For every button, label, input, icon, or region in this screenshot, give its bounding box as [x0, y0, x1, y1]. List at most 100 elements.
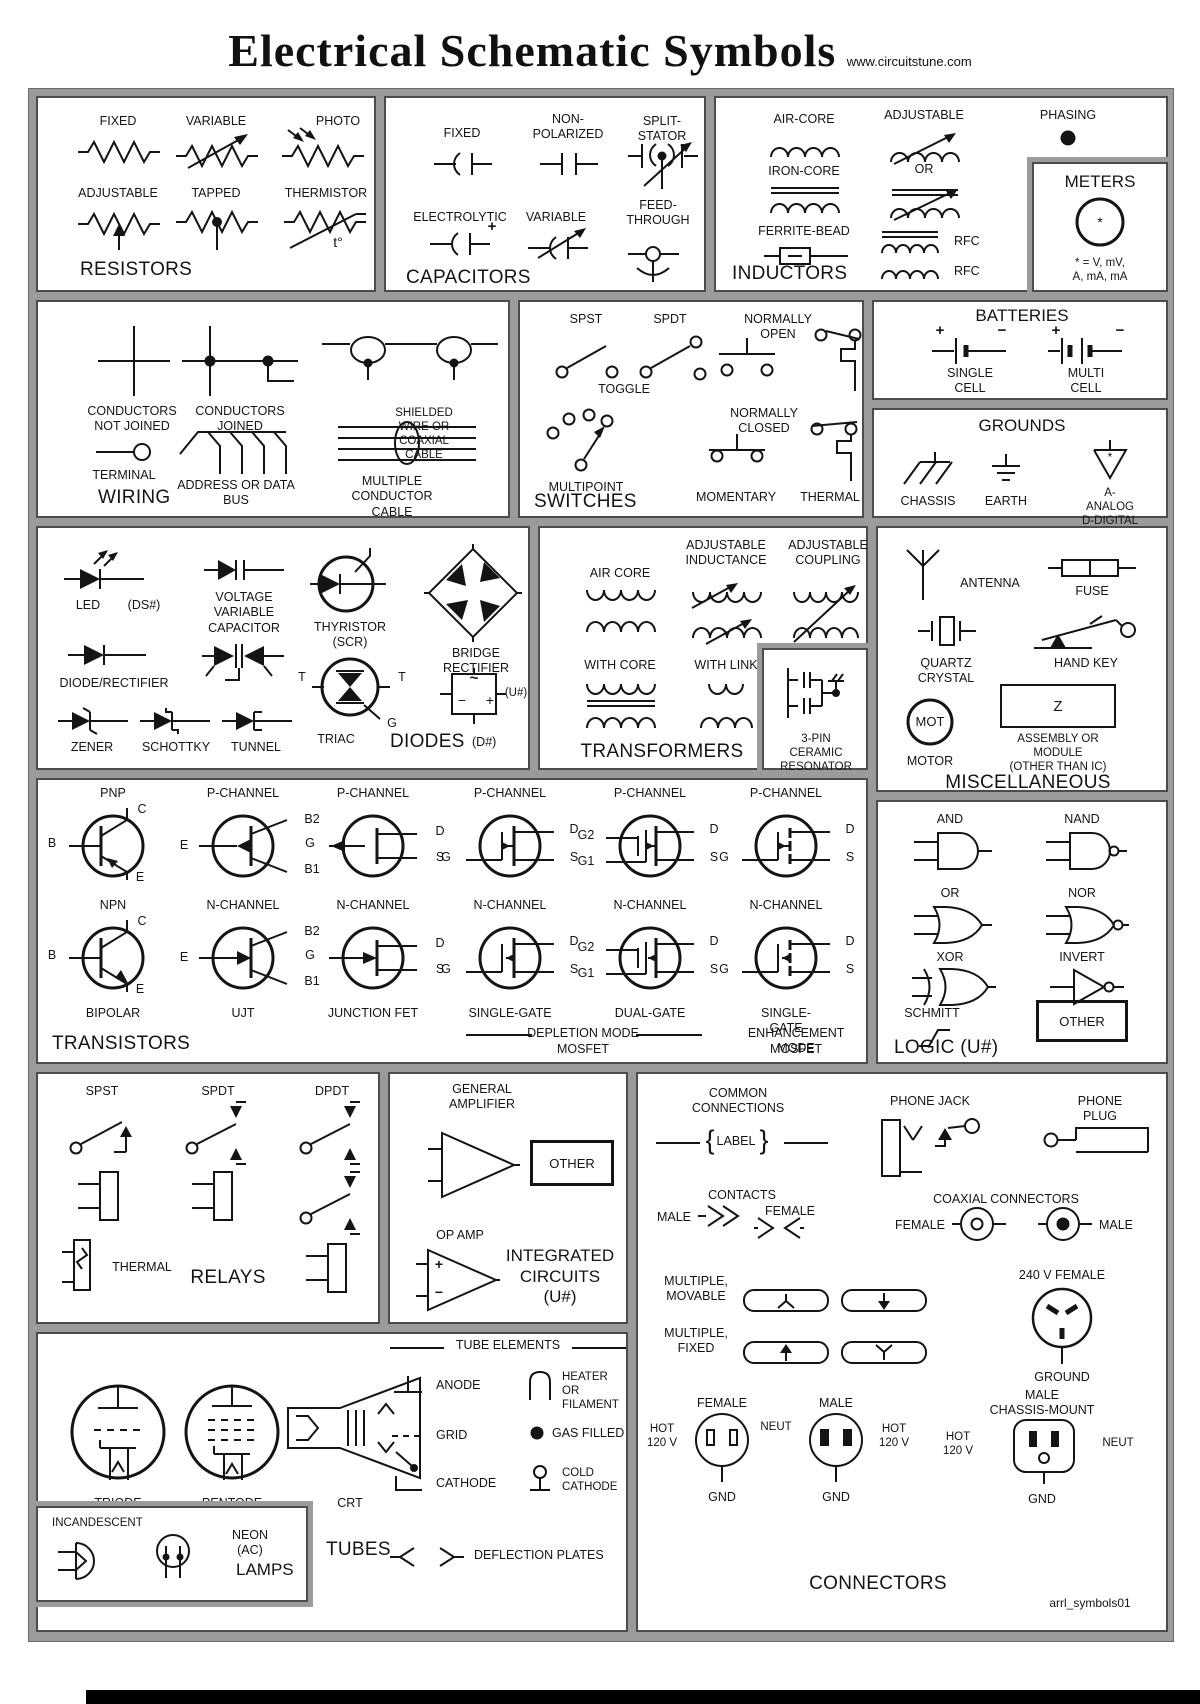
resistors-title: RESISTORS	[80, 259, 193, 280]
relays-title: RELAYS	[190, 1267, 266, 1288]
multipoint-label: MULTIPOINT	[548, 480, 624, 494]
thermal-relay-symbol	[62, 1239, 91, 1291]
chassis-gnd-label: GND	[1028, 1492, 1056, 1506]
pin-label: S	[435, 962, 445, 976]
movable-connector-1	[743, 1289, 829, 1312]
nand-gate-symbol	[1046, 832, 1127, 870]
triac-t1-label: T	[298, 670, 306, 684]
transistor-type-label: N-CHANNEL	[336, 898, 410, 912]
neon-symbol	[156, 1534, 190, 1578]
heater-symbol	[529, 1370, 551, 1400]
general-amplifier-symbol	[428, 1131, 520, 1199]
analog-digital-ground-symbol	[1093, 440, 1128, 481]
antenna-label: ANTENNA	[960, 576, 1020, 590]
nand-gate-label: NAND	[1064, 812, 1100, 826]
coax-female-label: FEMALE	[894, 1218, 946, 1232]
triac-symbol	[312, 657, 390, 720]
spst-relay-label: SPST	[85, 1084, 119, 1098]
female-120v-symbol	[695, 1413, 749, 1482]
thermistor-symbol	[284, 209, 366, 249]
depletion-mosfet-label: MOSFET	[556, 1042, 610, 1056]
feed-through-label: FEED- THROUGH	[626, 198, 690, 228]
schottky-symbol	[140, 708, 210, 734]
bipolar-label: BIPOLAR	[85, 1006, 141, 1020]
ics-title: INTEGRATED CIRCUITS (U#)	[505, 1246, 615, 1307]
or-label: OR	[914, 162, 934, 176]
transistor-type-label: N-CHANNEL	[749, 898, 823, 912]
footer-code: arrl_symbols01	[1049, 1596, 1131, 1610]
pin-label: S	[569, 850, 579, 864]
quartz-crystal-label: QUARTZ CRYSTAL	[917, 656, 975, 686]
p-ujt-symbol	[199, 814, 288, 878]
toggle-label: TOGGLE	[598, 382, 650, 396]
cold-cathode-label: COLD CATHODE	[562, 1467, 618, 1494]
transistors-section: PNP P-CHANNEL P-CHANNEL P-CHANNEL P-CHAN…	[36, 778, 868, 1064]
chassis-label: CHASSIS	[900, 494, 956, 508]
earth-ground-symbol	[992, 454, 1020, 481]
pin-label: D	[845, 822, 855, 836]
logic-other-label: OTHER	[1059, 1013, 1105, 1029]
pin-label: S	[709, 850, 719, 864]
phone-plug-symbol	[1043, 1127, 1149, 1153]
plug-female-label: FEMALE	[696, 1396, 748, 1410]
pin-label: B	[47, 948, 57, 962]
resonator-symbol	[787, 668, 844, 718]
iron-core-inductor-symbol	[770, 187, 840, 214]
switches-section: SPST SPDT NORMALLY OPEN TOGGLE NORMALLY …	[518, 300, 864, 518]
earth-label: EARTH	[984, 494, 1028, 508]
misc-title: MISCELLANEOUS	[945, 772, 1111, 793]
ferrite-bead-symbol	[764, 247, 848, 265]
elements-line-right	[572, 1347, 626, 1349]
pin-label: S	[435, 850, 445, 864]
transformers-title: TRANSFORMERS	[580, 741, 744, 762]
thermal-relay-label: THERMAL	[112, 1260, 172, 1274]
n-ujt-symbol	[199, 926, 288, 990]
photo-resistor-label: PHOTO	[315, 114, 361, 128]
nor-gate-label: NOR	[1068, 886, 1096, 900]
transistor-type-label: P-CHANNEL	[206, 786, 280, 800]
contact-male-label: MALE	[656, 1210, 692, 1224]
thermal-no-symbol	[814, 328, 862, 391]
phasing-dot	[1060, 130, 1076, 146]
bus-label: ADDRESS OR DATA BUS	[177, 478, 295, 508]
pin-label: D	[569, 822, 579, 836]
single-cell-minus: −	[997, 322, 1007, 339]
grounds-section: GROUNDS * CHASSIS EARTH A-ANALOG D-DIGIT…	[872, 408, 1168, 527]
spdt-switch-label: SPDT	[653, 312, 687, 326]
antenna-symbol	[906, 549, 940, 600]
plug-male-label: MALE	[818, 1396, 854, 1410]
coax-female-symbol	[952, 1207, 1006, 1241]
pin-label: D	[845, 934, 855, 948]
dpdt-relay-label: DPDT	[314, 1084, 350, 1098]
wiring-title: WIRING	[98, 487, 171, 508]
v240-ground-label: GROUND	[1034, 1370, 1090, 1384]
transistor-type-label: N-CHANNEL	[473, 898, 547, 912]
fixed-connector-1	[743, 1341, 829, 1364]
module-plus: +	[485, 692, 495, 708]
op-amp-symbol	[416, 1248, 500, 1312]
tunnel-symbol	[222, 711, 292, 731]
gas-filled-symbol	[530, 1426, 544, 1440]
batteries-section: BATTERIES + − SINGLE CELL + − MULTI CELL	[872, 300, 1168, 400]
resistors-section: FIXED VARIABLE PHOTO ADJUSTABLE TAPPED T…	[36, 96, 376, 292]
depletion-mode-label: DEPLETION MODE	[527, 1026, 639, 1040]
momentary-label: MOMENTARY	[695, 490, 777, 504]
hand-key-symbol	[1034, 615, 1136, 649]
with-core-label: WITH CORE	[584, 658, 656, 672]
rfc-label-1: RFC	[954, 234, 980, 248]
transistors-title: TRANSISTORS	[52, 1033, 191, 1054]
coaxial-connectors-label: COAXIAL CONNECTORS	[933, 1192, 1079, 1206]
lamps-section: INCANDESCENT NEON (AC) LAMPS	[36, 1506, 308, 1602]
meter-symbol	[1075, 197, 1125, 247]
normally-closed-label: NORMALLY CLOSED	[730, 406, 798, 436]
pin-label: B2	[304, 812, 320, 826]
assembly-z-label: Z	[1053, 697, 1063, 715]
grid-label: GRID	[436, 1428, 468, 1442]
chassis-ground-symbol	[903, 452, 953, 485]
with-core-symbol	[586, 683, 656, 729]
electrolytic-label: ELECTROLYTIC	[413, 210, 507, 224]
enhancement-mosfet-label: MOSFET	[769, 1042, 823, 1056]
logic-other-symbol: OTHER	[1036, 1000, 1128, 1042]
transistor-type-label: N-CHANNEL	[613, 898, 687, 912]
multi-cell-minus: −	[1115, 322, 1125, 339]
